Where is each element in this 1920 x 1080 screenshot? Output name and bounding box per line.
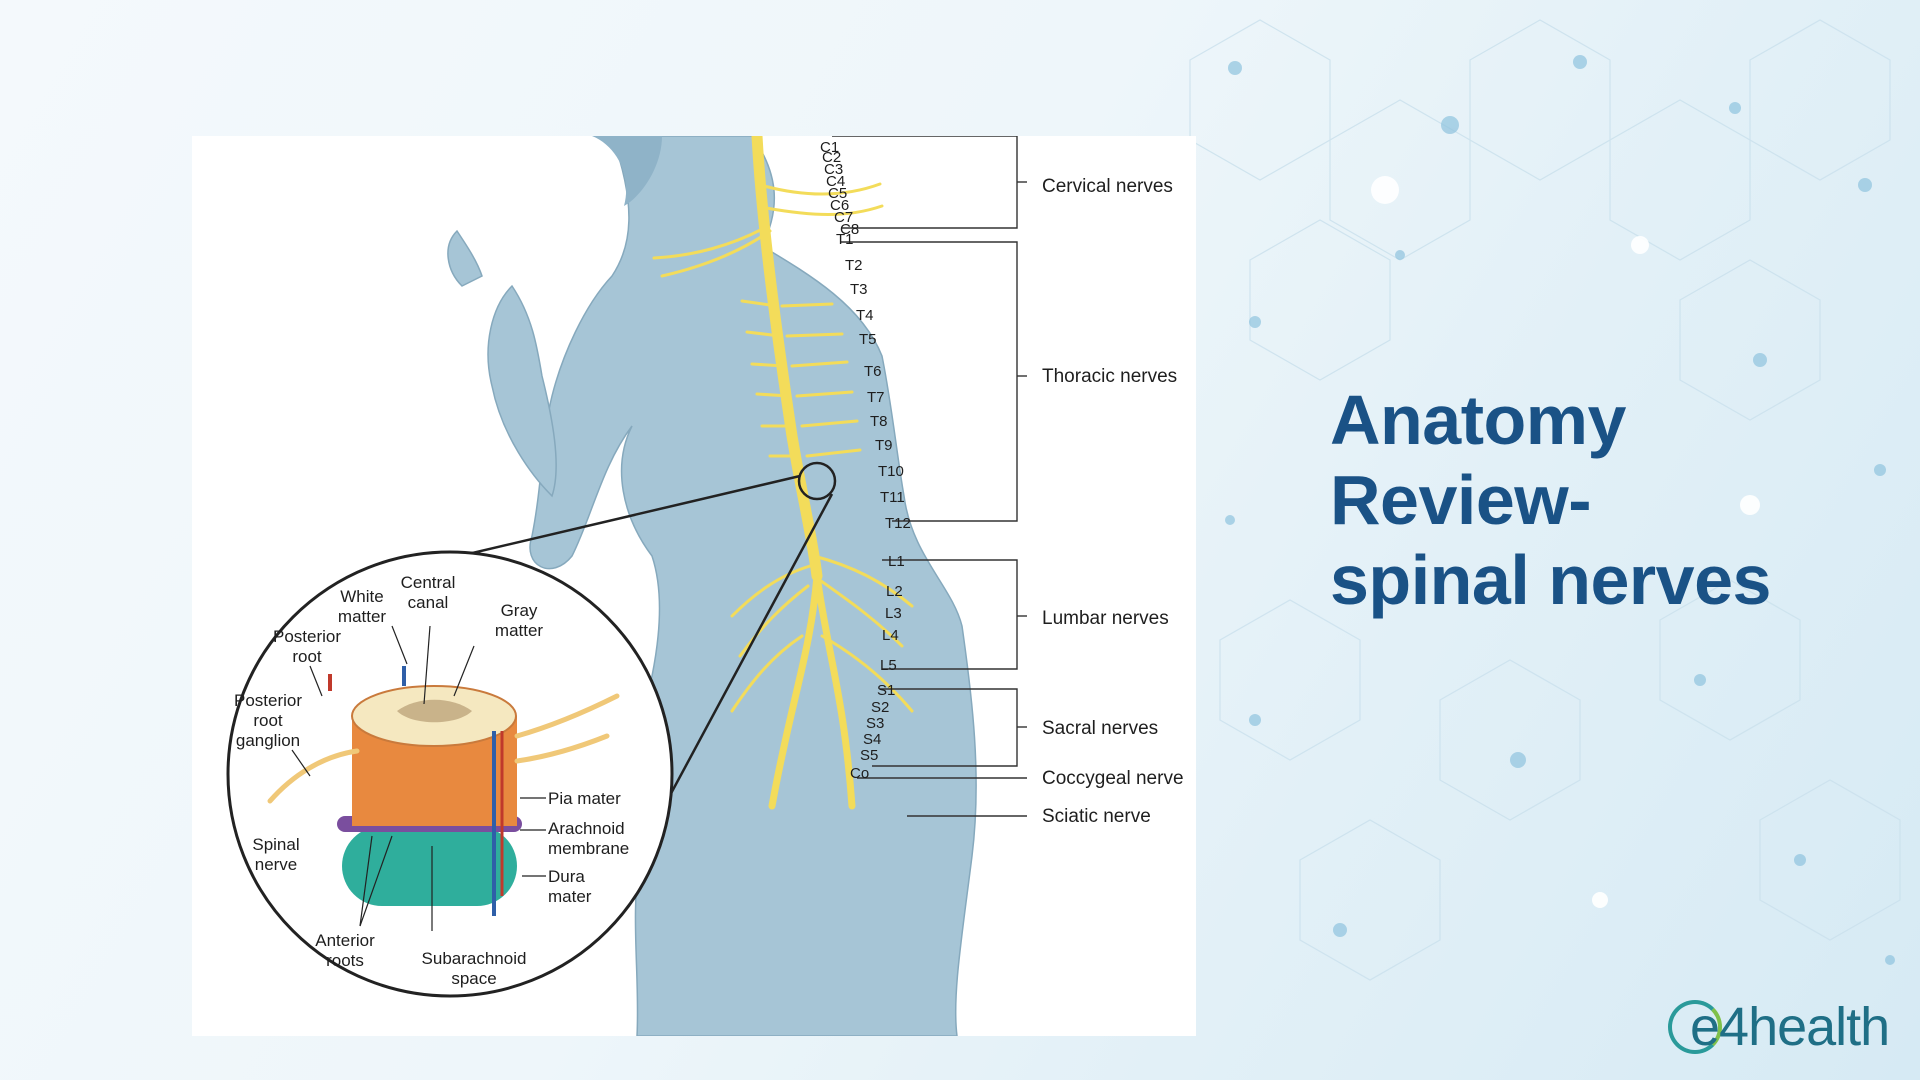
- segment-label-s3: S3: [866, 715, 884, 732]
- logo-ring-icon: [1668, 1000, 1722, 1054]
- magnifier-circle: [797, 461, 837, 501]
- spinal-segment-labels: C1C2C3C4C5C6C7C8T1T2T3T4T5T6T7T8T9T10T11…: [820, 139, 911, 782]
- segment-label-c7: C7: [834, 209, 853, 226]
- segment-label-t5: T5: [859, 331, 877, 348]
- hair-shape: [592, 136, 662, 206]
- segment-label-t7: T7: [867, 389, 885, 406]
- segment-label-l5: L5: [880, 657, 897, 674]
- segment-label-c8: C8: [840, 221, 859, 238]
- segment-label-t2: T2: [845, 257, 863, 274]
- label-pia-mater: Pia mater: [548, 789, 621, 808]
- label-thoracic-nerves: Thoracic nerves: [1042, 366, 1177, 387]
- segment-label-l2: L2: [886, 583, 903, 600]
- title-line-2: Review-: [1330, 461, 1592, 539]
- body-silhouette: [447, 136, 977, 1036]
- segment-label-t11: T11: [880, 489, 905, 506]
- segment-label-c6: C6: [830, 197, 849, 214]
- segment-label-t3: T3: [850, 281, 868, 298]
- segment-label-s1: S1: [877, 682, 895, 699]
- segment-label-t4: T4: [856, 307, 874, 324]
- brand-logo: e4health: [1668, 992, 1890, 1062]
- segment-label-c3: C3: [824, 161, 843, 178]
- cross-section-inset: [226, 550, 674, 998]
- title-line-3: spinal nerves: [1330, 541, 1771, 619]
- segment-label-s5: S5: [860, 747, 878, 764]
- segment-label-l3: L3: [885, 605, 902, 622]
- label-sacral-nerves: Sacral nerves: [1042, 718, 1158, 739]
- label-lumbar-nerves: Lumbar nerves: [1042, 608, 1169, 629]
- spinal-nerves: [652, 136, 914, 810]
- title-line-1: Anatomy: [1330, 381, 1626, 459]
- segment-label-c4: C4: [826, 173, 845, 190]
- segment-label-l1: L1: [888, 553, 905, 570]
- label-coccygeal-nerve: Coccygeal nerve: [1042, 768, 1184, 789]
- segment-label-c2: C2: [822, 149, 841, 166]
- segment-label-t8: T8: [870, 413, 888, 430]
- slide-title: Anatomy Review- spinal nerves: [1330, 380, 1850, 620]
- brand-name: e4health: [1690, 997, 1890, 1057]
- segment-label-t9: T9: [875, 437, 893, 454]
- segment-label-l4: L4: [882, 627, 899, 644]
- segment-label-c5: C5: [828, 185, 847, 202]
- segment-label-c1: C1: [820, 139, 839, 156]
- segment-label-t12: T12: [885, 515, 911, 532]
- label-sciatic-nerve: Sciatic nerve: [1042, 806, 1151, 827]
- segment-label-t6: T6: [864, 363, 882, 380]
- segment-label-t1: T1: [836, 231, 854, 248]
- nerve-group-brackets: [832, 136, 1027, 817]
- label-cervical-nerves: Cervical nerves: [1042, 176, 1173, 197]
- segment-label-t10: T10: [878, 463, 904, 480]
- segment-label-s2: S2: [871, 699, 889, 716]
- inset-leader-lines: [291, 625, 546, 931]
- segment-label-co: Co: [850, 765, 869, 782]
- anatomy-figure: Cervical nerves Thoracic nerves Lumbar n…: [192, 136, 1196, 1036]
- segment-label-s4: S4: [863, 731, 881, 748]
